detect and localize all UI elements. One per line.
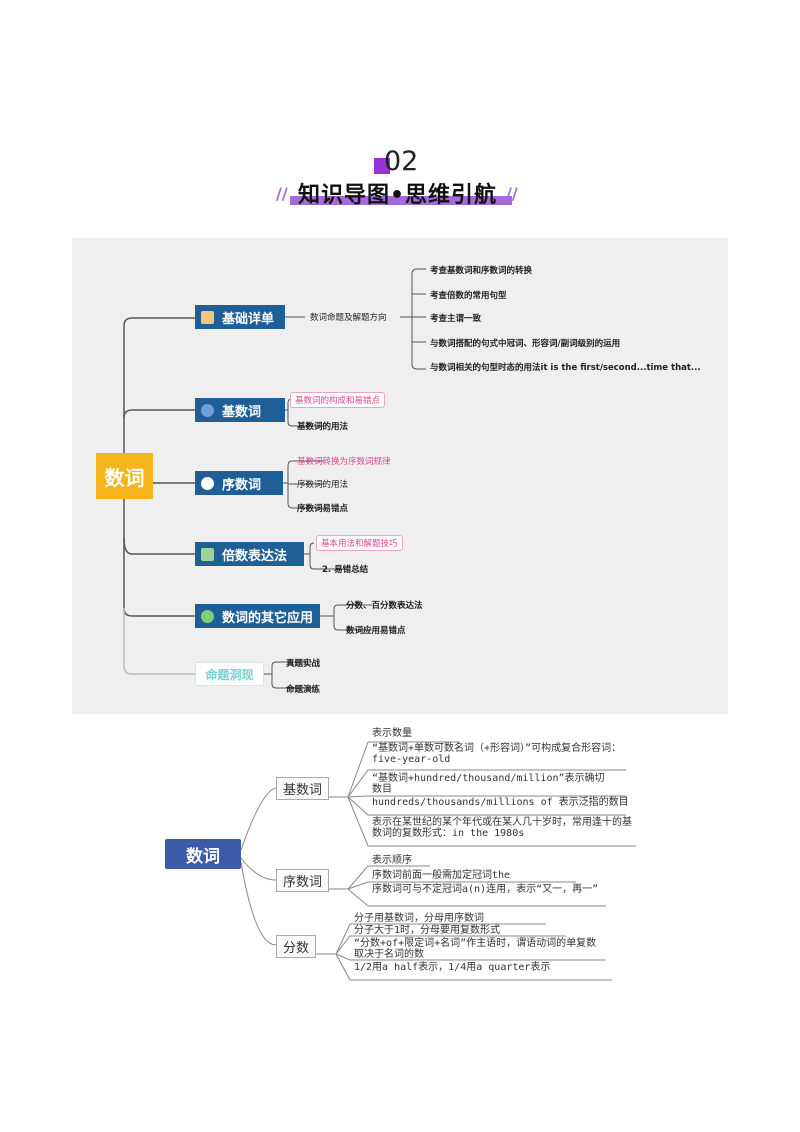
box-icon xyxy=(201,310,214,324)
node-label: 基数词 xyxy=(222,404,262,420)
speaker-icon xyxy=(201,403,214,417)
fraction-item: 1/2用a half表示，1/4用a quarter表示 xyxy=(354,962,551,973)
leaf: 与数词相关的句型时态的用法it is the first/second...ti… xyxy=(430,363,701,373)
cardinal-item: “基数词+单数可数名词（+形容词）”可构成复合形容词：five-year-old xyxy=(372,743,622,765)
leaf: 序数词易错点 xyxy=(297,504,349,514)
node-ordinal: 序数词 xyxy=(195,471,283,495)
cardinal-item: 表示在某世纪的某个年代或在某人几十岁时，常用逢十的基数词的复数形式：in the… xyxy=(372,817,632,839)
basics-sub: 数词命题及解题方向 xyxy=(310,313,387,323)
ordinal-item: 序数词前面一般需加定冠词the xyxy=(372,870,511,881)
flag-icon xyxy=(201,609,214,623)
leaf: 考查倍数的常用句型 xyxy=(430,291,507,301)
leaf: 基数词的构成和易错点 xyxy=(290,392,386,408)
node-other-uses: 数词的其它应用 xyxy=(195,604,320,628)
leaf: 2. 易错总结 xyxy=(322,565,369,575)
leaf: 基数词转换为序数词规律 xyxy=(297,457,391,467)
leaf: 考查基数词和序数词的转换 xyxy=(430,266,533,276)
leaf: 基本用法和解题技巧 xyxy=(316,535,403,551)
fraction-item: 分子用基数词，分母用序数词 xyxy=(354,913,484,924)
fraction-item: 分子大于1时，分母要用复数形式 xyxy=(354,925,501,936)
leaf: 真题实战 xyxy=(286,659,321,669)
leaf: 数词应用易错点 xyxy=(346,626,406,636)
node-label: 数词的其它应用 xyxy=(222,610,314,626)
map2-root-node: 数词 xyxy=(165,839,241,869)
mind-map-overview: 数词 基础详单 数词命题及解题方向 考查基数词和序数词的转换 考查倍数的常用句型… xyxy=(72,238,728,714)
node-multiples: 倍数表达法 xyxy=(195,542,304,566)
branch-fraction: 分数 xyxy=(276,935,317,958)
document-icon xyxy=(201,547,214,561)
section-number: 02 xyxy=(384,146,419,177)
title-underline xyxy=(290,196,512,205)
leaf: 与数词搭配的句式中冠词、形容词/副词级别的运用 xyxy=(430,339,621,349)
node-label: 倍数表达法 xyxy=(222,548,288,564)
fraction-item: “分数+of+限定词+名词”作主语时，谓语动词的单复数取决于名词的数 xyxy=(354,938,597,960)
node-cardinal: 基数词 xyxy=(195,398,285,422)
map1-root-node: 数词 xyxy=(96,453,153,499)
leaf: 基数词的用法 xyxy=(297,422,349,432)
node-label: 序数词 xyxy=(222,477,262,493)
node-exam-insight: 命题洞现 xyxy=(195,662,264,686)
leaf: 分数、百分数表达法 xyxy=(346,601,423,611)
cardinal-item: “基数词+hundred/thousand/million”表示确切数目 xyxy=(372,773,605,795)
pie-chart-icon xyxy=(201,476,214,490)
cardinal-item: 表示数量 xyxy=(372,728,412,739)
title-slash-left: // xyxy=(276,184,288,203)
node-label: 基础详单 xyxy=(222,311,275,327)
section-number-accent xyxy=(374,158,390,174)
title-slash-right: // xyxy=(506,184,518,203)
leaf: 序数词的用法 xyxy=(297,480,349,490)
ordinal-item: 表示顺序 xyxy=(372,855,412,866)
leaf: 命题演练 xyxy=(286,685,321,695)
leaf: 考查主谓一致 xyxy=(430,314,482,324)
cardinal-item: hundreds/thousands/millions of 表示泛指的数目 xyxy=(372,797,629,808)
node-basics: 基础详单 xyxy=(195,305,285,329)
section-title: 知识导图•思维引航 xyxy=(298,183,498,208)
branch-cardinal: 基数词 xyxy=(276,777,330,800)
branch-ordinal: 序数词 xyxy=(276,869,330,892)
ordinal-item: 序数词可与不定冠词a(n)连用，表示“又一，再一” xyxy=(372,884,599,895)
